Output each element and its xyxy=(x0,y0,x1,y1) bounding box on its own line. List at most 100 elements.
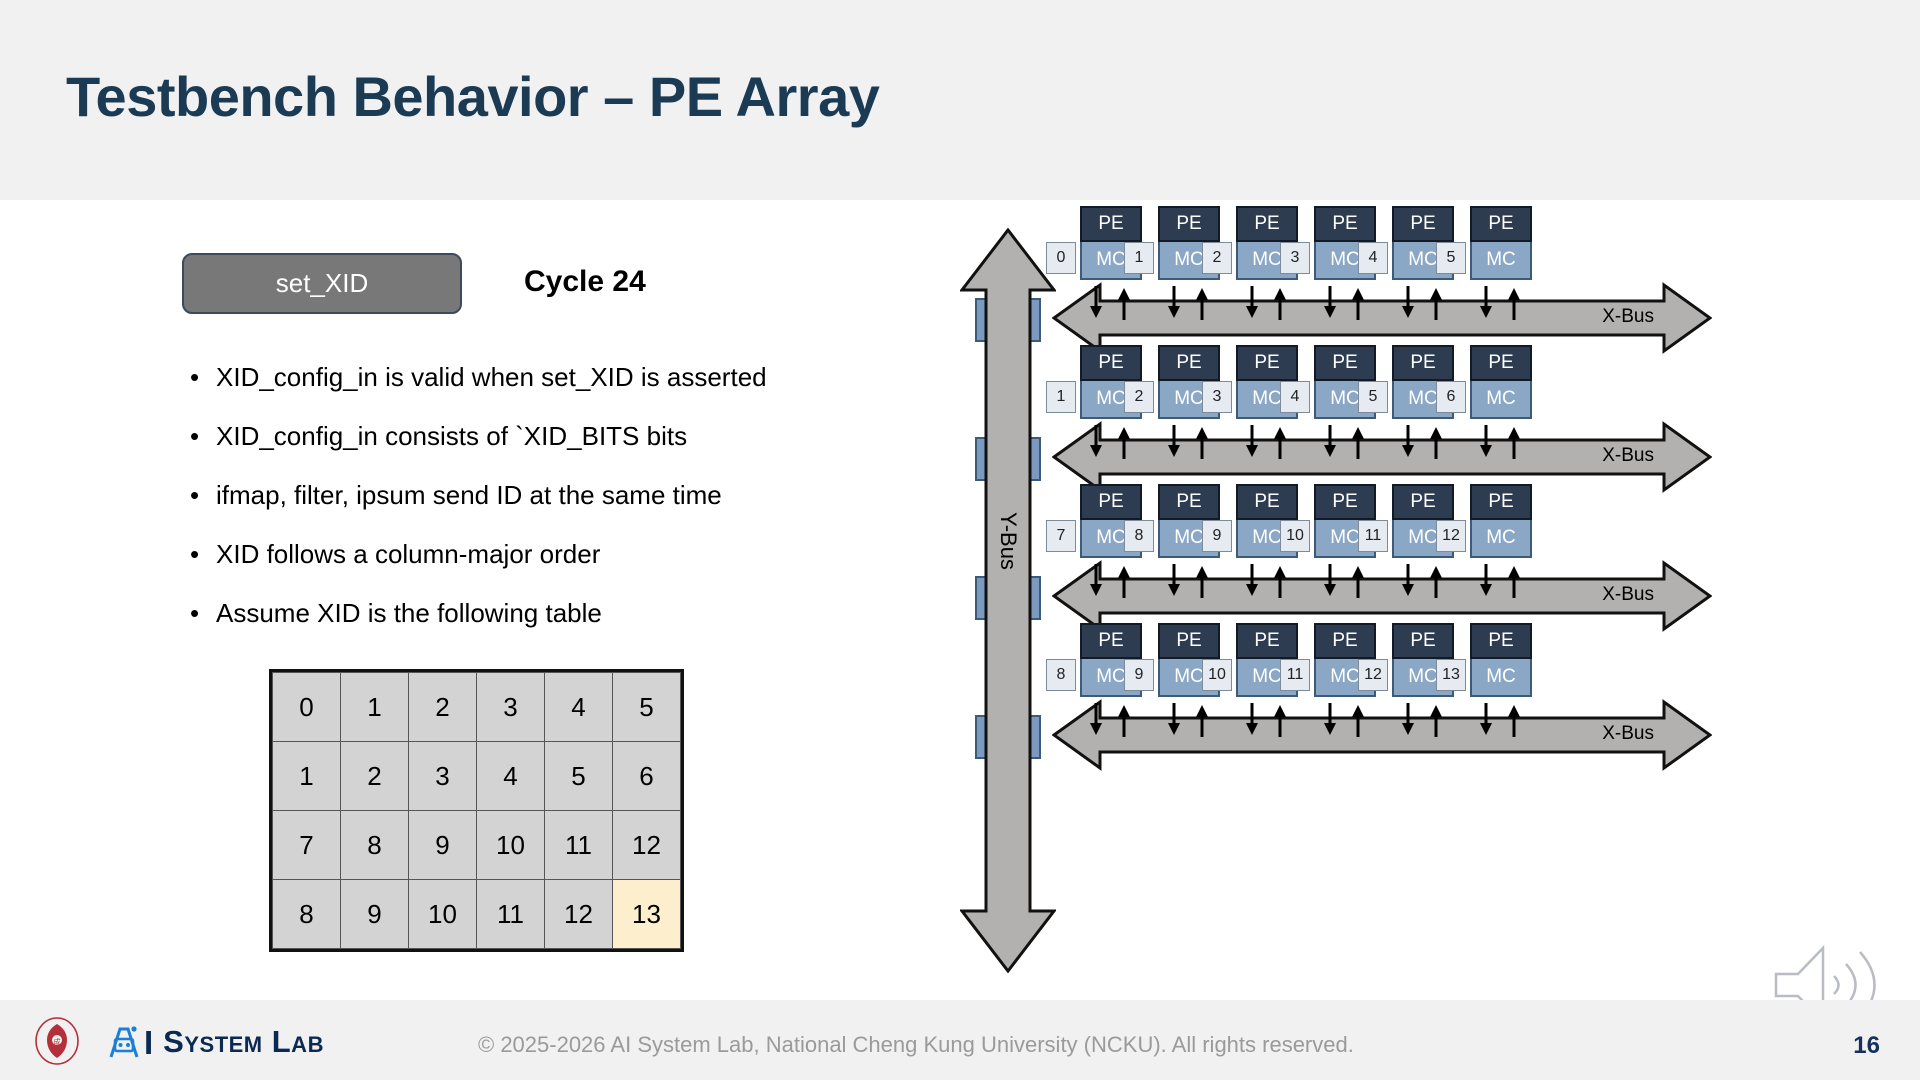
x-bus: X-Bus xyxy=(1051,699,1713,771)
mc-block[interactable]: MC xyxy=(1470,659,1532,697)
set-xid-signal-pill[interactable]: set_XID xyxy=(182,253,462,314)
bullet-item: •XID_config_in consists of `XID_BITS bit… xyxy=(190,419,950,453)
mc-block[interactable]: MC xyxy=(1470,242,1532,280)
data-flow-arrows-icon xyxy=(1480,564,1520,598)
data-flow-arrows-icon xyxy=(1324,425,1364,459)
pe-block[interactable]: PE xyxy=(1392,484,1454,520)
pe-block[interactable]: PE xyxy=(1236,206,1298,242)
xid-cell: 11 xyxy=(476,879,545,949)
xid-badge: 12 xyxy=(1358,659,1388,691)
pe-block[interactable]: PE xyxy=(1314,345,1376,381)
pe-block[interactable]: PE xyxy=(1080,345,1142,381)
y-bus-arrow-icon xyxy=(958,227,1058,974)
bullet-text: XID_config_in is valid when set_XID is a… xyxy=(216,362,767,392)
xid-badge: 4 xyxy=(1280,381,1310,413)
svg-text:成: 成 xyxy=(54,1037,61,1046)
pe-bus-arrows xyxy=(1080,425,1142,459)
xid-cell: 3 xyxy=(476,672,545,742)
xid-cell: 8 xyxy=(272,879,341,949)
xid-cell: 5 xyxy=(612,672,681,742)
pe-block[interactable]: PE xyxy=(1236,484,1298,520)
page-title: Testbench Behavior – PE Array xyxy=(66,65,880,128)
pe-block[interactable]: PE xyxy=(1392,206,1454,242)
pe-bus-arrows xyxy=(1470,286,1532,320)
xid-cell: 10 xyxy=(476,810,545,880)
ai-system-lab-wordmark: I System Lab xyxy=(105,1020,324,1064)
pe-block[interactable]: PE xyxy=(1080,484,1142,520)
mc-block[interactable]: MC xyxy=(1470,520,1532,558)
xid-cell: 11 xyxy=(544,810,613,880)
xid-badge: 3 xyxy=(1280,242,1310,274)
pe-block[interactable]: PE xyxy=(1158,623,1220,659)
pe-block[interactable]: PE xyxy=(1314,206,1376,242)
pe-block[interactable]: PE xyxy=(1080,623,1142,659)
pe-block[interactable]: PE xyxy=(1158,345,1220,381)
data-flow-arrows-icon xyxy=(1168,286,1208,320)
pe-block[interactable]: PE xyxy=(1470,345,1532,381)
xid-cell-highlighted: 13 xyxy=(612,879,681,949)
slide-footer: 成 I System Lab © 2025-2026 AI System Lab… xyxy=(0,1000,1920,1080)
xid-cell: 6 xyxy=(612,741,681,811)
xid-badge: 6 xyxy=(1436,381,1466,413)
data-flow-arrows-icon xyxy=(1402,425,1442,459)
pe-bus-arrows xyxy=(1470,425,1532,459)
xid-cell: 3 xyxy=(408,741,477,811)
data-flow-arrows-icon xyxy=(1090,286,1130,320)
bullet-text: XID_config_in consists of `XID_BITS bits xyxy=(216,421,688,451)
xid-badge: 10 xyxy=(1280,520,1310,552)
bullet-item: •XID_config_in is valid when set_XID is … xyxy=(190,360,950,394)
xid-badge: 1 xyxy=(1124,242,1154,274)
xid-badge: 10 xyxy=(1202,659,1232,691)
pe-array-diagram: MCX-BusPEMC0PEMC1PEMC2PEMC3PEMC4PEMC5MCX… xyxy=(950,200,1920,1000)
xid-badge: 2 xyxy=(1124,381,1154,413)
pe-block[interactable]: PE xyxy=(1470,484,1532,520)
pe-block[interactable]: PE xyxy=(1158,484,1220,520)
bullet-item: •XID follows a column-major order xyxy=(190,537,950,571)
x-bus: X-Bus xyxy=(1051,282,1713,354)
xid-badge: 2 xyxy=(1202,242,1232,274)
xid-badge: 11 xyxy=(1280,659,1310,691)
ncku-logo-icon: 成 xyxy=(35,1017,79,1065)
pe-bus-arrows xyxy=(1158,425,1220,459)
data-flow-arrows-icon xyxy=(1480,286,1520,320)
pe-block[interactable]: PE xyxy=(1470,206,1532,242)
data-flow-arrows-icon xyxy=(1324,703,1364,737)
x-bus-arrow-icon xyxy=(1051,699,1713,771)
pe-block[interactable]: PE xyxy=(1080,206,1142,242)
pe-bus-arrows xyxy=(1392,564,1454,598)
pe-block[interactable]: PE xyxy=(1236,345,1298,381)
pe-block[interactable]: PE xyxy=(1158,206,1220,242)
bullet-text: Assume XID is the following table xyxy=(216,598,602,628)
pe-block[interactable]: PE xyxy=(1236,623,1298,659)
mc-block[interactable]: MC xyxy=(1470,381,1532,419)
pe-block[interactable]: PE xyxy=(1314,623,1376,659)
xid-badge: 7 xyxy=(1046,520,1076,552)
xid-badge: 9 xyxy=(1124,659,1154,691)
pe-block[interactable]: PE xyxy=(1392,623,1454,659)
pe-bus-arrows xyxy=(1314,703,1376,737)
xid-cell: 1 xyxy=(272,741,341,811)
data-flow-arrows-icon xyxy=(1246,425,1286,459)
slide-header: Testbench Behavior – PE Array xyxy=(0,0,1920,200)
mc-block[interactable]: MC xyxy=(1158,381,1220,419)
ai-logo-icon xyxy=(109,1026,139,1058)
pe-block[interactable]: PE xyxy=(1392,345,1454,381)
pe-block[interactable]: PE xyxy=(1470,623,1532,659)
xid-badge: 13 xyxy=(1436,659,1466,691)
pe-block[interactable]: PE xyxy=(1314,484,1376,520)
